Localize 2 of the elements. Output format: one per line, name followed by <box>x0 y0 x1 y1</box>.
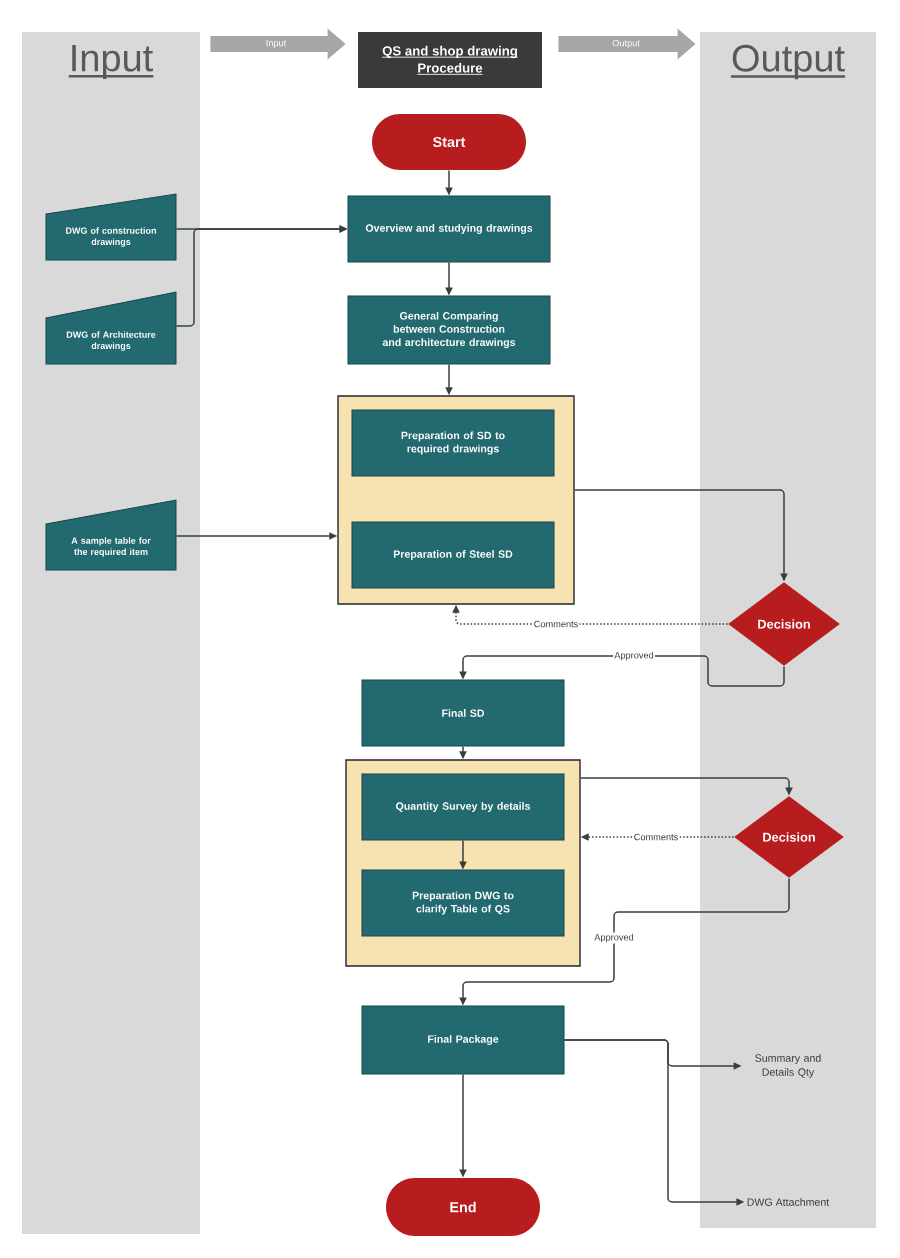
lane-heading: Output <box>730 44 846 80</box>
lane-heading: Input <box>68 45 154 79</box>
